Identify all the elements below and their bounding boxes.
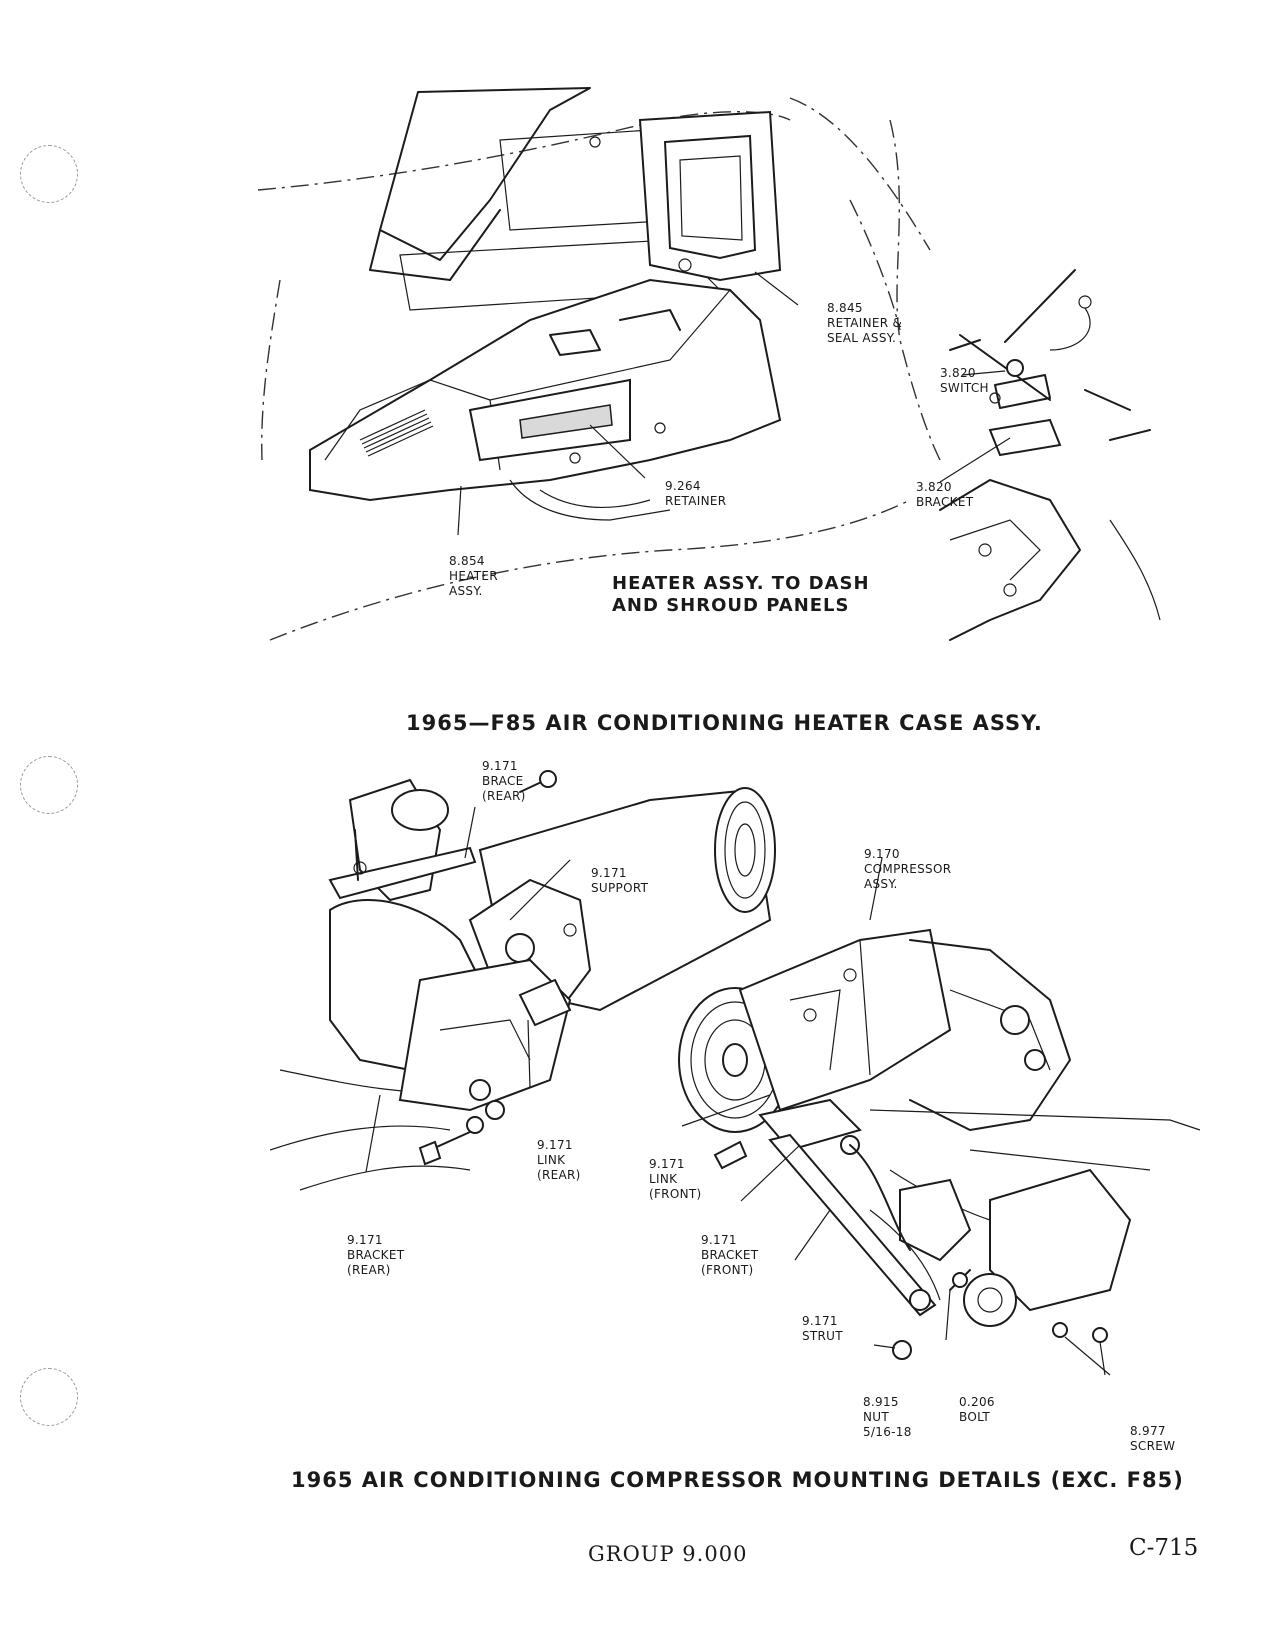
compressor-mounting-illustration bbox=[270, 770, 1210, 1430]
heater-case-figure-title: 1965—F85 AIR CONDITIONING HEATER CASE AS… bbox=[406, 711, 1043, 735]
compressor-figure-title: 1965 AIR CONDITIONING COMPRESSOR MOUNTIN… bbox=[291, 1468, 1184, 1492]
binder-hole-top bbox=[20, 145, 78, 203]
heater-assy-subtitle: HEATER ASSY. TO DASH AND SHROUD PANELS bbox=[612, 573, 870, 616]
callout-link-rear: 9.171 LINK (REAR) bbox=[537, 1138, 581, 1182]
group-number: GROUP 9.000 bbox=[588, 1542, 748, 1566]
callout-bracket-rear: 9.171 BRACKET (REAR) bbox=[347, 1233, 405, 1277]
callout-nut: 8.915 NUT 5/16-18 bbox=[863, 1395, 912, 1439]
callout-strut: 9.171 STRUT bbox=[802, 1314, 843, 1343]
callout-bracket: 3.820 BRACKET bbox=[916, 480, 974, 509]
callout-bracket-front: 9.171 BRACKET (FRONT) bbox=[701, 1233, 759, 1277]
binder-hole-bottom bbox=[20, 1368, 78, 1426]
callout-switch: 3.820 SWITCH bbox=[940, 366, 989, 395]
callout-retainer: 9.264 RETAINER bbox=[665, 479, 727, 508]
callout-retainer-seal-assy: 8.845 RETAINER & SEAL ASSY. bbox=[827, 301, 903, 345]
callout-link-front: 9.171 LINK (FRONT) bbox=[649, 1157, 702, 1201]
callout-bolt: 0.206 BOLT bbox=[959, 1395, 995, 1424]
heater-case-illustration bbox=[250, 80, 1170, 680]
callout-screw: 8.977 SCREW bbox=[1130, 1424, 1176, 1453]
callout-support: 9.171 SUPPORT bbox=[591, 866, 649, 895]
page-number: C-715 bbox=[1129, 1535, 1199, 1561]
callout-brace-rear: 9.171 BRACE (REAR) bbox=[482, 759, 526, 803]
callout-compressor-assy: 9.170 COMPRESSOR ASSY. bbox=[864, 847, 952, 891]
callout-heater-assy: 8.854 HEATER ASSY. bbox=[449, 554, 498, 598]
binder-hole-middle bbox=[20, 756, 78, 814]
